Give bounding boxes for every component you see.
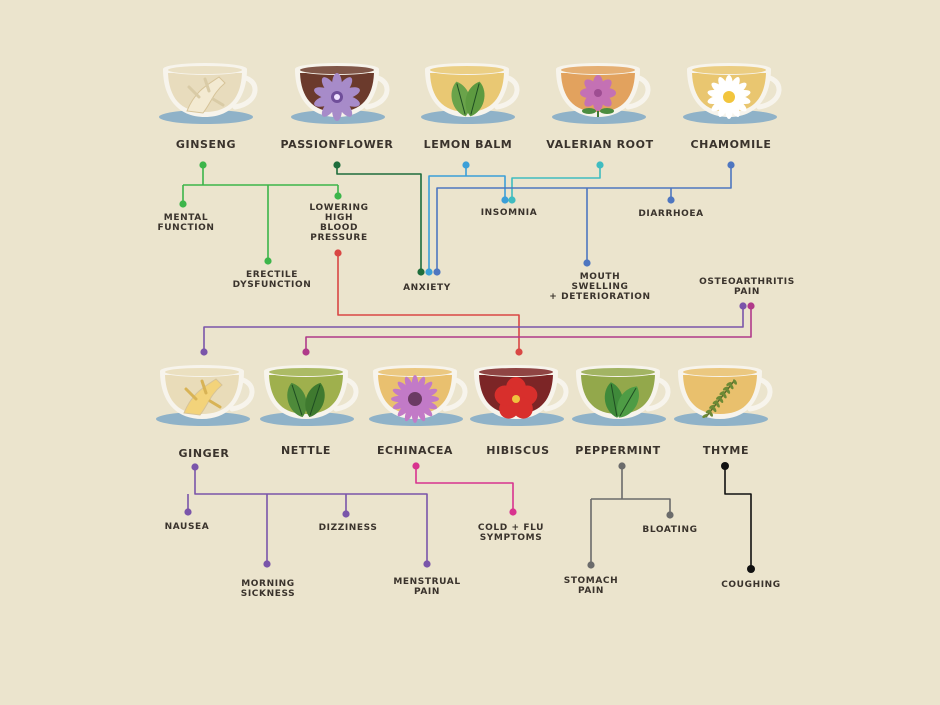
tea-label-valerian-root: VALERIAN ROOT xyxy=(546,138,654,151)
tea-label-hibiscus: HIBISCUS xyxy=(486,444,550,457)
menstrual-pain-dot xyxy=(423,560,431,568)
valerian-dot xyxy=(596,161,604,169)
nettle-leaves-icon xyxy=(287,382,325,418)
tea-label-chamomile: CHAMOMILE xyxy=(690,138,772,151)
peppermint-connectors xyxy=(590,466,671,565)
thyme-sprig-icon xyxy=(702,379,737,418)
lowering-bp-dot-red xyxy=(334,249,342,257)
erectile-dysfunction-dot xyxy=(264,257,272,265)
hibiscus-connectors xyxy=(337,253,520,352)
thyme-dot xyxy=(721,462,729,470)
nausea-dot xyxy=(184,508,192,516)
tea-label-peppermint: PEPPERMINT xyxy=(575,444,661,457)
ginger-connectors xyxy=(187,467,428,564)
peppermint-dot xyxy=(618,462,626,470)
diarrhoea-dot xyxy=(667,196,675,204)
valerian-connectors xyxy=(511,165,601,200)
coughing-dot xyxy=(747,565,755,573)
peppermint-leaves-icon xyxy=(604,382,639,418)
ginger-dot xyxy=(191,463,199,471)
dizziness-dot xyxy=(342,510,350,518)
passionflower-connectors xyxy=(336,165,422,272)
condition-anxiety: ANXIETY xyxy=(403,283,451,293)
anxiety-dot-3 xyxy=(433,268,441,276)
condition-nausea: NAUSEA xyxy=(164,522,210,532)
valerian-flower-icon xyxy=(580,75,616,117)
tea-cup-thyme xyxy=(674,365,773,426)
anxiety-dot-2 xyxy=(425,268,433,276)
ginger-top-dot xyxy=(200,348,208,356)
connector-dots xyxy=(179,161,755,573)
tea-cup-peppermint xyxy=(572,365,671,426)
thyme-connectors xyxy=(724,466,752,569)
tea-cup-chamomile xyxy=(683,63,782,124)
tea-label-ginseng: GINSENG xyxy=(175,138,237,151)
passionflower-dot xyxy=(333,161,341,169)
tea-cup-hibiscus xyxy=(470,365,569,426)
tea-cup-ginger xyxy=(156,365,255,426)
tea-label-echinacea: ECHINACEA xyxy=(376,444,454,457)
stomach-pain-dot xyxy=(587,561,595,569)
tea-cup-ginseng xyxy=(159,63,258,124)
ginseng-root-icon xyxy=(186,76,226,114)
hibiscus-dot xyxy=(515,348,523,356)
tea-cup-passionflower xyxy=(291,63,390,124)
hibiscus-flower-icon xyxy=(494,377,538,419)
insomnia-dot-2 xyxy=(508,196,516,204)
condition-insomnia: INSOMNIA xyxy=(480,208,538,218)
bloating-dot xyxy=(666,511,674,519)
lemon-balm-leaves-icon xyxy=(451,81,485,117)
passionflower-icon xyxy=(314,73,360,121)
ginseng-connectors xyxy=(182,165,339,261)
tea-label-nettle: NETTLE xyxy=(280,444,332,457)
echinacea-connectors xyxy=(415,466,514,512)
condition-dizziness: DIZZINESS xyxy=(318,523,378,533)
tea-label-passionflower: PASSIONFLOWER xyxy=(280,138,394,151)
tea-cup-lemon-balm xyxy=(421,63,520,124)
chamomile-flower-icon xyxy=(707,75,751,119)
ginseng-dot xyxy=(199,161,207,169)
lowering-bp-dot-green xyxy=(334,192,342,200)
cold-flu-dot xyxy=(509,508,517,516)
morning-sickness-dot xyxy=(263,560,271,568)
tea-label-ginger: GINGER xyxy=(178,447,230,460)
nettle-osteoarthritis-connector xyxy=(305,306,752,352)
ginger-osteoarthritis-connector xyxy=(203,306,744,352)
condition-bloating: BLOATING xyxy=(642,525,698,535)
echinacea-flower-icon xyxy=(391,375,439,423)
tea-cup-valerian-root xyxy=(552,63,651,124)
lemon-balm-connectors xyxy=(428,165,506,272)
condition-diarrhoea: DIARRHOEA xyxy=(638,209,704,219)
chamomile-dot xyxy=(727,161,735,169)
ginger-root-icon xyxy=(183,378,223,416)
insomnia-dot-1 xyxy=(501,196,509,204)
tea-label-lemon-balm: LEMON BALM xyxy=(423,138,513,151)
osteoarthritis-dot-2 xyxy=(747,302,755,310)
mouth-swelling-dot xyxy=(583,259,591,267)
osteoarthritis-dot-1 xyxy=(739,302,747,310)
tea-cup-nettle xyxy=(260,365,359,426)
lemon-balm-dot xyxy=(462,161,470,169)
mental-function-dot xyxy=(179,200,187,208)
nettle-top-dot xyxy=(302,348,310,356)
tea-cup-echinacea xyxy=(369,365,468,426)
anxiety-dot-1 xyxy=(417,268,425,276)
condition-coughing: COUGHING xyxy=(721,580,781,590)
tea-label-thyme: THYME xyxy=(702,444,750,457)
echinacea-dot xyxy=(412,462,420,470)
